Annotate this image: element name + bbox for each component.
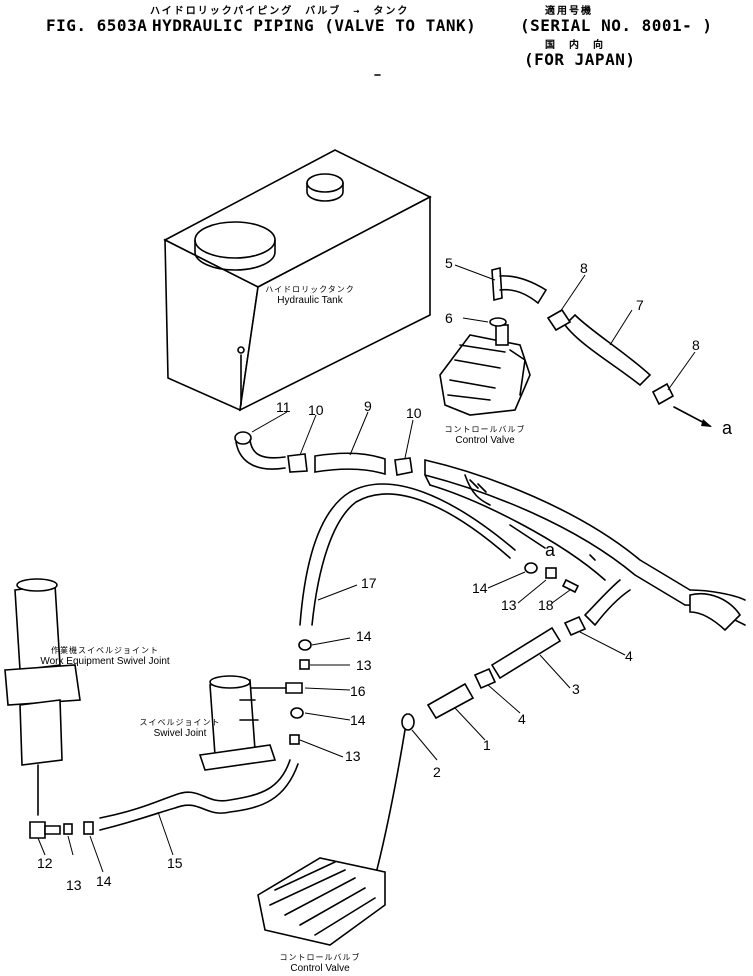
callout-10b: 10 [406,405,422,421]
reference-a-upper: a [722,418,733,438]
callout-8b: 8 [692,337,700,353]
market-jp: 国 内 向 [545,40,605,51]
swivel-joint-drawing [198,675,277,771]
hose-15 [99,759,291,819]
callout-14-lower: 14 [96,873,112,889]
callout-13-lower: 13 [66,877,82,893]
control-valve-lower-label-jp: コントロールバルブ [279,953,361,962]
callout-18: 18 [538,597,554,613]
market-label: (FOR JAPAN) [524,50,636,69]
control-valve-lower-label: Control Valve [290,963,350,974]
callout-17: 17 [361,575,377,591]
callout-14-swivel-b: 14 [350,712,366,728]
hydraulic-tank-drawing [163,149,432,412]
control-valve-upper-drawing [439,266,547,416]
fittings-swivel [249,639,312,745]
pump-return-hose [372,615,587,886]
tank-outlet-piping [234,431,413,476]
callout-6: 6 [445,310,453,326]
fittings-upper [524,562,580,594]
callout-13-swivel-a: 13 [356,657,372,673]
callout-14-swivel-a: 14 [356,628,372,644]
callout-14-upper: 14 [472,580,488,596]
callout-4b: 4 [518,711,526,727]
hydraulic-tank-label: Hydraulic Tank [277,295,343,306]
figure-number: FIG. 6503A [46,16,148,35]
work-swivel-label-jp: 作業機スイベルジョイント [51,646,159,655]
return-tubes [424,459,746,632]
figure-title: HYDRAULIC PIPING (VALVE TO TANK) [152,16,477,35]
callout-13-upper: 13 [501,597,517,613]
callout-1: 1 [483,737,491,753]
swivel-joint-label: Swivel Joint [153,728,207,739]
fittings-lower-left [29,821,94,839]
serial-range: (SERIAL NO. 8001- ) [520,16,713,35]
control-valve-upper-label-jp: コントロールバルブ [444,425,526,434]
o-ring-6 [489,317,507,327]
callout-3: 3 [572,681,580,697]
work-swivel-label: Work Equipment Swivel Joint [40,656,170,667]
control-valve-upper-label: Control Valve [455,435,515,446]
swivel-joint-label-jp: スイベルジョイント [139,718,221,727]
leader-lines [37,264,696,873]
title-katakana: ハイドロリックパイピング バルブ → タンク [150,6,410,17]
hose-7-drawing [546,308,712,427]
callout-5: 5 [445,255,453,271]
callout-4a: 4 [625,648,633,664]
callout-12: 12 [37,855,53,871]
callout-11: 11 [276,399,291,415]
control-valve-lower-drawing [257,857,386,946]
reference-a-lower: a [545,540,556,560]
callout-2: 2 [433,764,441,780]
callout-8a: 8 [580,260,588,276]
work-swivel-drawing [4,578,81,816]
callout-16: 16 [350,683,366,699]
hydraulic-tank-label-jp: ハイドロリックタンク [265,285,355,294]
callout-13-swivel-b: 13 [345,748,361,764]
callout-7: 7 [636,297,644,313]
callout-9: 9 [364,398,372,414]
hose-17 [299,483,516,626]
applicable-label-jp: 適用号機 [545,6,593,17]
callout-15: 15 [167,855,183,871]
callout-10a: 10 [308,402,324,418]
